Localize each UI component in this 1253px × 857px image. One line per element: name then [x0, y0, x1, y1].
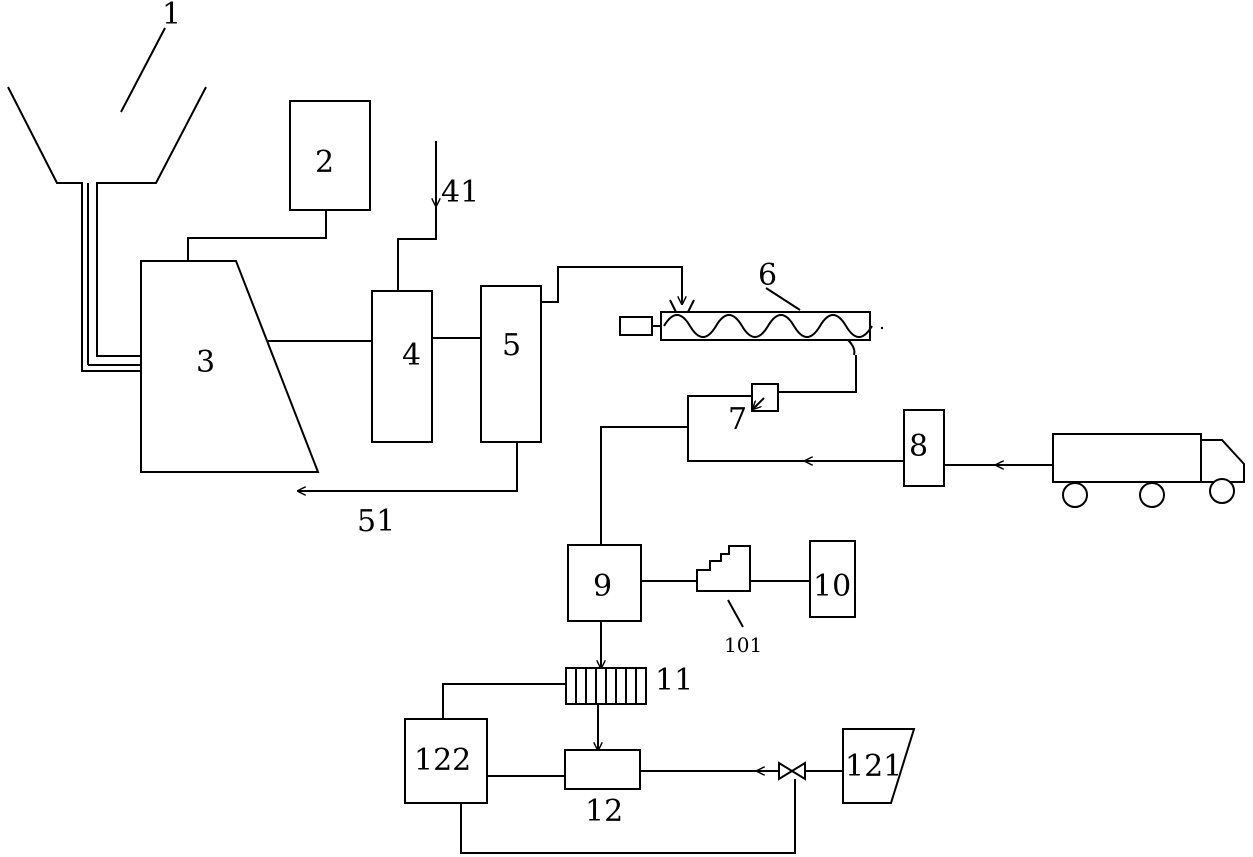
- line-5-6: [541, 266, 682, 304]
- unit-101: [696, 545, 751, 592]
- unit-7: [751, 383, 779, 412]
- unit-4: [371, 290, 433, 443]
- unit-10: [809, 540, 856, 618]
- label-121: 121: [845, 749, 902, 784]
- label-101: 101: [724, 633, 762, 657]
- arrow-7: [753, 397, 765, 409]
- label-41: 41: [441, 175, 479, 210]
- unit-12: [564, 749, 641, 790]
- label-7: 7: [728, 402, 747, 437]
- line-2-3: [187, 210, 327, 262]
- line-4-up: [397, 141, 437, 291]
- valve: [778, 761, 806, 781]
- truck: [1052, 433, 1245, 508]
- label-5: 5: [502, 328, 521, 363]
- unit-122: [404, 718, 488, 804]
- label-9: 9: [593, 569, 612, 604]
- label-4: 4: [402, 338, 421, 373]
- label-10: 10: [813, 569, 851, 604]
- label-12: 12: [585, 794, 623, 829]
- unit-3: [140, 260, 320, 473]
- arrow-51: [298, 442, 518, 491]
- label-6: 6: [758, 258, 777, 293]
- label-51: 51: [357, 504, 395, 539]
- unit-121: [842, 728, 916, 804]
- line-7-9: [600, 426, 688, 545]
- label-122: 122: [414, 743, 471, 778]
- label-11: 11: [655, 663, 693, 698]
- unit-9: [567, 544, 642, 622]
- hopper-1: [7, 27, 207, 372]
- label-3: 3: [196, 345, 215, 380]
- line-11-122: [442, 683, 566, 719]
- screw-conveyor-6: [619, 287, 884, 356]
- line-6-7: [778, 355, 857, 393]
- unit-5: [480, 285, 542, 443]
- line-122-valve: [460, 779, 796, 854]
- label-1: 1: [162, 0, 181, 32]
- label-8: 8: [909, 429, 928, 464]
- line-7-8: [687, 395, 904, 462]
- label-2: 2: [315, 145, 334, 180]
- unit-8: [903, 409, 945, 487]
- unit-2: [289, 100, 371, 211]
- motor: [619, 316, 653, 336]
- leader-101: [727, 599, 744, 628]
- unit-11: [565, 667, 647, 705]
